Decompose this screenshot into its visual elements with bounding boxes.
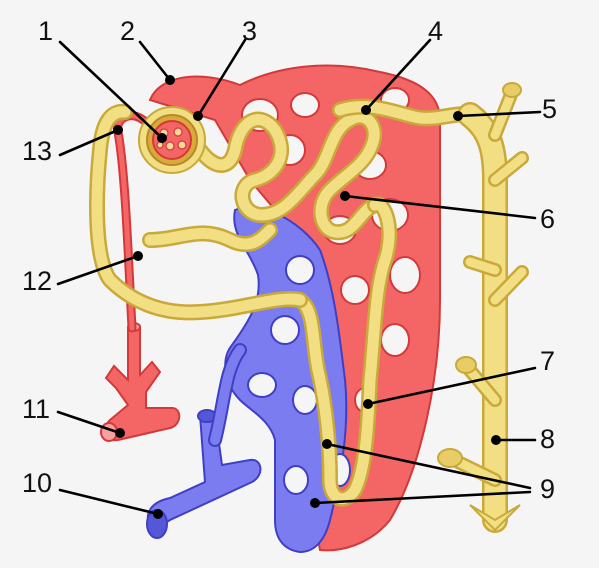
label-13: 13 bbox=[22, 136, 52, 166]
label-7: 7 bbox=[540, 346, 555, 376]
artery-branch bbox=[103, 327, 181, 442]
renal-corpuscle bbox=[138, 106, 206, 174]
label-1: 1 bbox=[38, 16, 53, 46]
collecting-duct-end bbox=[469, 504, 521, 532]
label-12: 12 bbox=[22, 266, 52, 296]
label-leaders bbox=[56, 38, 542, 519]
label-2: 2 bbox=[120, 16, 135, 46]
interlobular-vein bbox=[146, 343, 262, 539]
number-labels: 1 2 3 4 5 6 7 8 9 10 11 12 13 bbox=[22, 16, 557, 504]
vein-branch bbox=[146, 414, 262, 527]
label-8: 8 bbox=[540, 424, 555, 454]
label-9: 9 bbox=[540, 474, 555, 504]
label-11: 11 bbox=[22, 394, 50, 424]
label-5: 5 bbox=[542, 94, 557, 124]
label-4: 4 bbox=[428, 16, 443, 46]
label-3: 3 bbox=[242, 16, 257, 46]
label-6: 6 bbox=[540, 204, 555, 234]
capillary-blue-mass bbox=[224, 206, 348, 554]
label-10: 10 bbox=[22, 468, 52, 498]
